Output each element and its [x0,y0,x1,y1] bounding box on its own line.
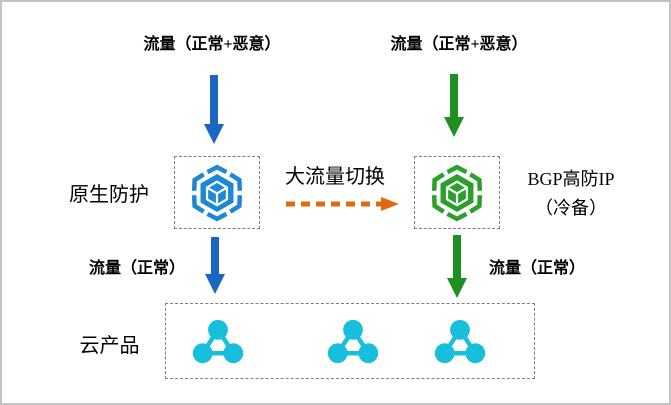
bgp-label-line2: （冷备） [535,198,607,218]
traffic-normal-label-right: 流量（正常） [488,260,585,277]
traffic-mixed-label-left: 流量（正常+恶意） [143,36,281,53]
cloud-products-box [165,303,535,379]
cloud-products-label: 云产品 [79,335,140,357]
blue-down-arrow-icon [205,237,225,294]
hexagon-cube-icon [191,164,243,221]
cluster-nodes-icon [434,319,486,364]
blue-down-arrow-icon [204,75,224,144]
native-protection-label: 原生防护 [69,184,149,206]
bgp-antiddos-label: BGP高防IP （冷备） [505,165,637,223]
hexagon-cube-icon [431,164,483,221]
bgp-antiddos-node [414,156,500,229]
green-down-arrow-icon [447,235,467,298]
orange-dashed-right-arrow-icon [286,197,399,211]
native-protection-node [174,156,260,229]
bgp-label-line1: BGP高防IP [527,169,615,189]
switchover-label: 大流量切换 [285,166,385,188]
green-down-arrow-icon [444,74,464,137]
cluster-nodes-icon [192,319,244,364]
traffic-mixed-label-right: 流量（正常+恶意） [390,36,528,53]
traffic-normal-label-left: 流量（正常） [88,260,185,277]
cluster-nodes-icon [327,319,379,364]
